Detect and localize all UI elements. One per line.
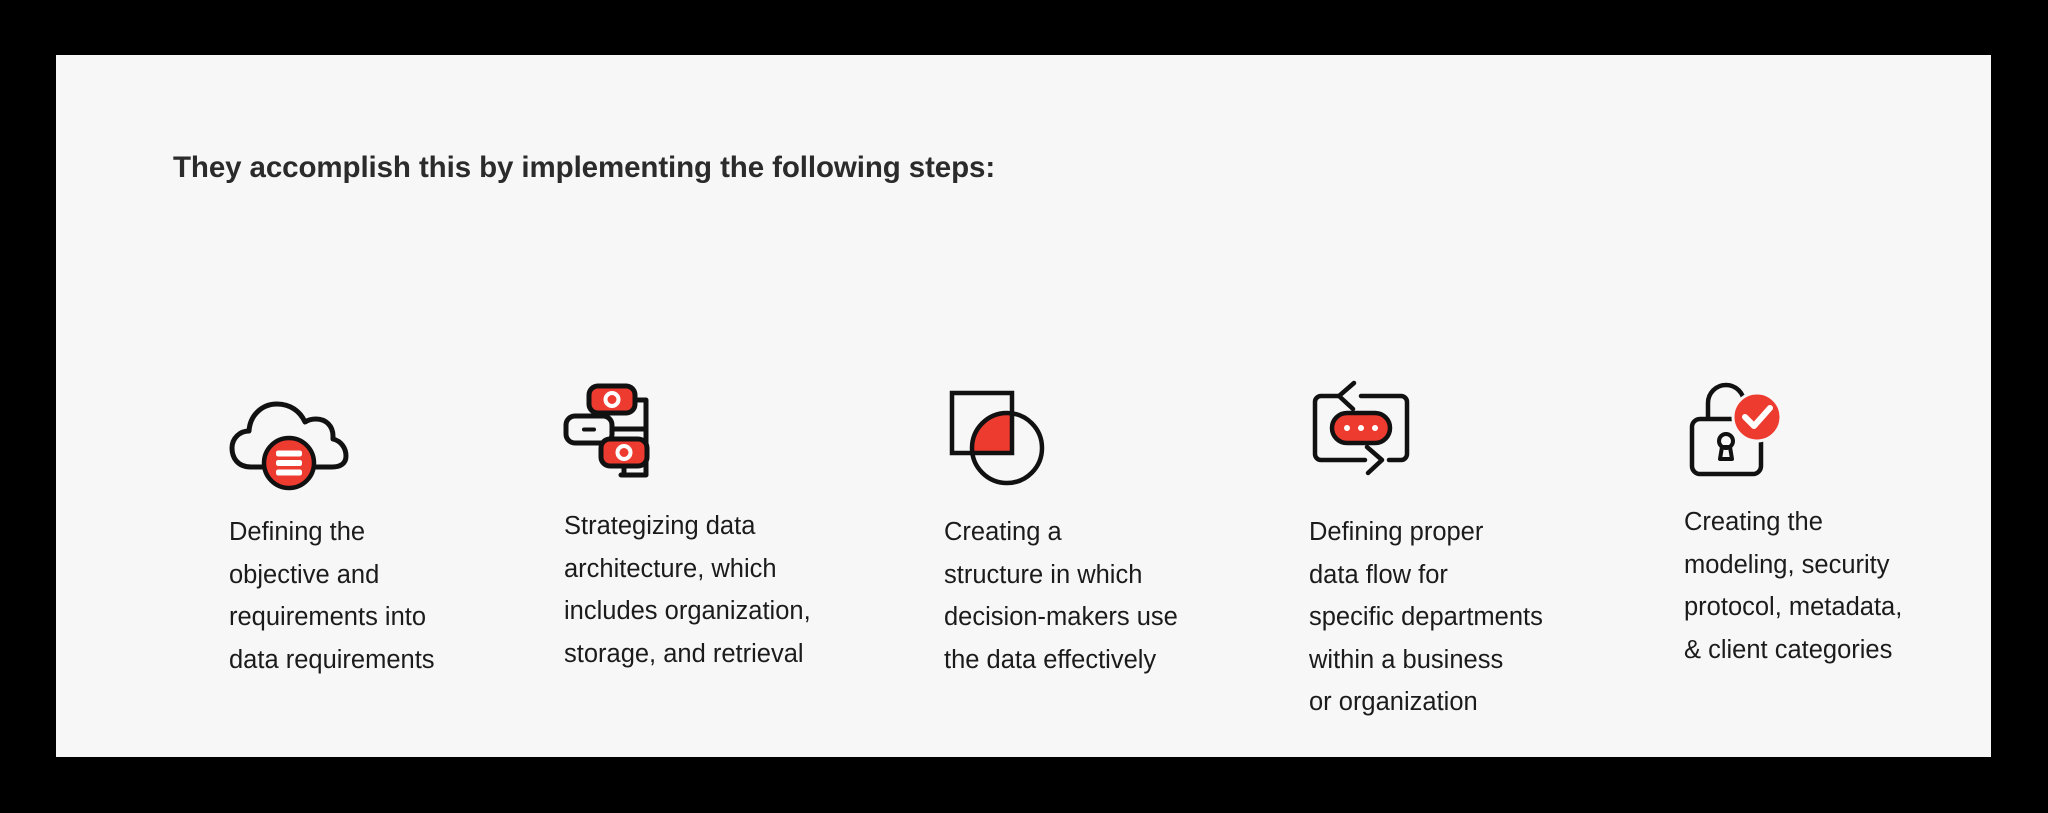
cloud-database-icon xyxy=(229,385,349,491)
square-circle-intersection-icon xyxy=(944,385,1064,486)
step-caption: Creating the modeling, security protocol… xyxy=(1684,508,1903,664)
steps-row: Defining the objective and requirements … xyxy=(56,55,1991,757)
data-architecture-flowchart-icon xyxy=(563,383,684,483)
lock-check-icon xyxy=(1684,377,1804,477)
step-caption: Defining the objective and requirements … xyxy=(229,518,435,674)
data-flow-cycle-icon xyxy=(1309,379,1429,479)
step-caption: Strategizing data architecture, which in… xyxy=(564,512,811,668)
step-caption: Defining proper data flow for specific d… xyxy=(1309,518,1543,716)
content-card: They accomplish this by implementing the… xyxy=(56,55,1991,757)
page-title: They accomplish this by implementing the… xyxy=(173,151,996,184)
step-caption: Creating a structure in which decision-m… xyxy=(944,518,1178,674)
